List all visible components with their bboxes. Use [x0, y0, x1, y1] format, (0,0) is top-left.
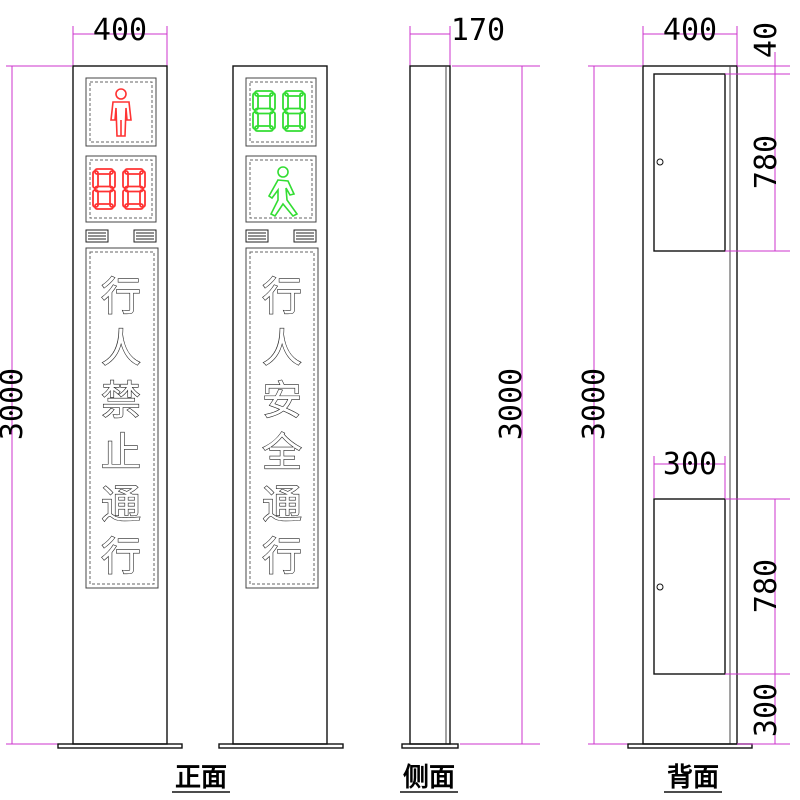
digit-segment	[284, 107, 304, 115]
back-pole-base	[627, 743, 753, 749]
go-text-char: 行	[262, 534, 302, 580]
upper-door-lock-icon	[656, 158, 664, 166]
go-pole-base	[218, 743, 344, 749]
digit-segment	[124, 185, 144, 193]
go-text-char: 全	[262, 430, 302, 476]
back-width-label: 400	[663, 13, 717, 48]
dimension-back-height: 3000	[577, 65, 642, 745]
go-counter-box	[245, 77, 317, 147]
stop-counter-box	[85, 155, 157, 223]
stop-text-char: 止	[101, 430, 141, 476]
front-vent-right	[133, 229, 157, 243]
stop-text-char: 禁	[101, 378, 141, 424]
stop-text-char: 通	[101, 482, 141, 528]
back-height-label: 3000	[577, 368, 612, 440]
go-text-panel	[245, 247, 319, 589]
stop-text-char: 人	[101, 326, 141, 372]
go-vent-left	[245, 229, 269, 243]
lower-door-lock-icon	[656, 583, 664, 591]
back-lower-door-label: 780	[749, 559, 784, 613]
go-text-char: 安	[262, 378, 302, 424]
back-top-gap-label: 40	[749, 22, 784, 58]
digit-segment	[254, 107, 274, 115]
go-text-char: 通	[262, 482, 302, 528]
stop-text-chars: 行 人 禁 止 通 行	[100, 273, 141, 580]
go-figure-box	[245, 155, 317, 223]
side-height-label: 3000	[494, 368, 529, 440]
go-text-char: 行	[262, 274, 302, 320]
back-view-label: 背面	[667, 763, 719, 793]
dimension-back-right-chain	[725, 52, 790, 745]
side-view-label: 侧面	[403, 763, 455, 793]
stop-text-char: 行	[101, 274, 141, 320]
back-pole-body	[642, 65, 738, 745]
stop-text-char: 行	[101, 534, 141, 580]
side-pole-body	[409, 65, 451, 745]
stop-text-panel	[85, 247, 159, 589]
front-vent-left	[85, 229, 109, 243]
back-upper-door	[653, 73, 726, 252]
dimension-side-width: 170	[409, 13, 505, 66]
dimension-front-width: 400	[72, 13, 168, 66]
go-counter-digits	[252, 90, 306, 132]
side-pole-base	[401, 743, 459, 749]
front-height-label: 3000	[0, 368, 30, 440]
front-view-go: 行 人 安 全 通 行	[218, 65, 344, 749]
back-bottom-gap-label: 300	[749, 683, 784, 737]
side-width-label: 170	[451, 13, 505, 48]
front-width-label: 400	[93, 13, 147, 48]
dimension-back-door-width: 300	[653, 447, 726, 498]
back-view: 400 3000 40 780 780 30	[577, 13, 790, 793]
standing-pedestrian-icon	[110, 88, 132, 137]
stop-figure-box	[85, 77, 157, 147]
dimension-back-width: 400	[642, 13, 738, 66]
digit-segment	[94, 185, 114, 193]
side-view: 170 3000 侧面	[400, 13, 540, 793]
front-view-label: 正面	[175, 763, 227, 793]
dimension-front-height: 3000	[0, 65, 72, 745]
walking-pedestrian-icon	[267, 166, 299, 218]
go-text-chars: 行 人 安 全 通 行	[261, 273, 302, 580]
back-lower-door	[653, 498, 726, 675]
go-vent-right	[293, 229, 317, 243]
front-pole-base	[57, 743, 183, 749]
back-upper-door-label: 780	[749, 135, 784, 189]
stop-counter-digits	[92, 168, 146, 210]
back-door-width-label: 300	[663, 447, 717, 482]
dimension-side-height: 3000	[452, 65, 540, 745]
front-view-stop: 400 3000	[0, 13, 230, 793]
go-text-char: 人	[262, 326, 302, 372]
